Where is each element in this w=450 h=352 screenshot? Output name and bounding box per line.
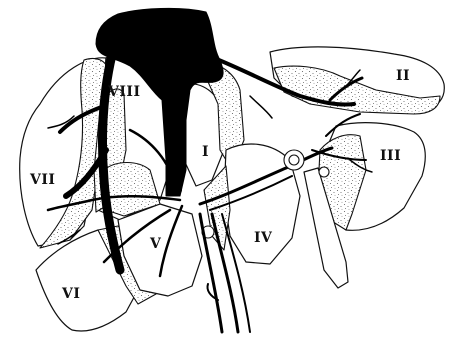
label-segment-viii: VIII <box>107 84 141 100</box>
label-segment-i: I <box>202 144 209 160</box>
label-segment-v: V <box>149 236 162 252</box>
label-segment-iv: IV <box>254 230 273 246</box>
label-segment-iii: III <box>380 148 401 164</box>
bile-duct-ring <box>319 167 329 177</box>
label-segment-vi: VI <box>61 286 80 302</box>
label-segment-vii: VII <box>29 172 55 188</box>
porta-hepatis-ring-inner <box>289 155 299 165</box>
label-segment-ii: II <box>396 68 410 84</box>
vein-twig-3 <box>250 96 272 118</box>
